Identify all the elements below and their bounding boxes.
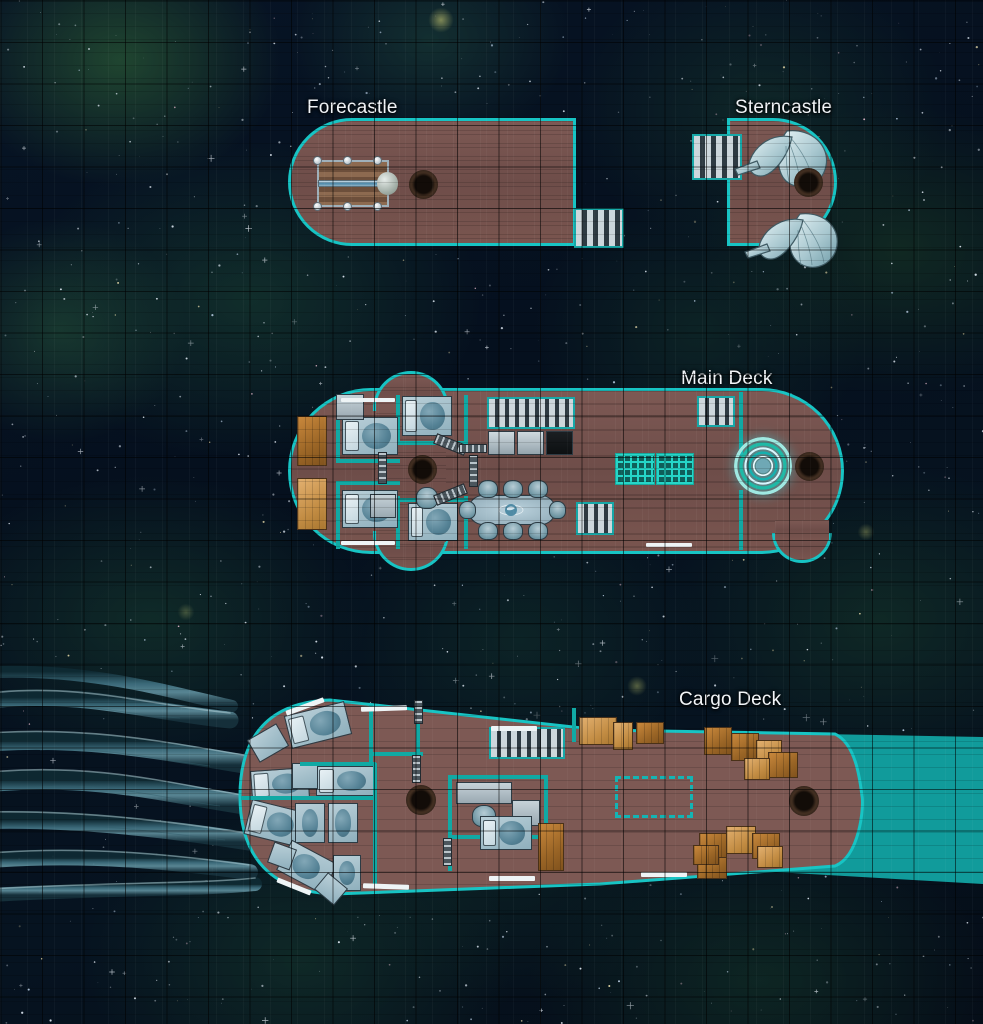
battlemap-canvas: Forecastle Sterncastle: [0, 0, 983, 1024]
battle-grid-overlay: [0, 0, 983, 1024]
